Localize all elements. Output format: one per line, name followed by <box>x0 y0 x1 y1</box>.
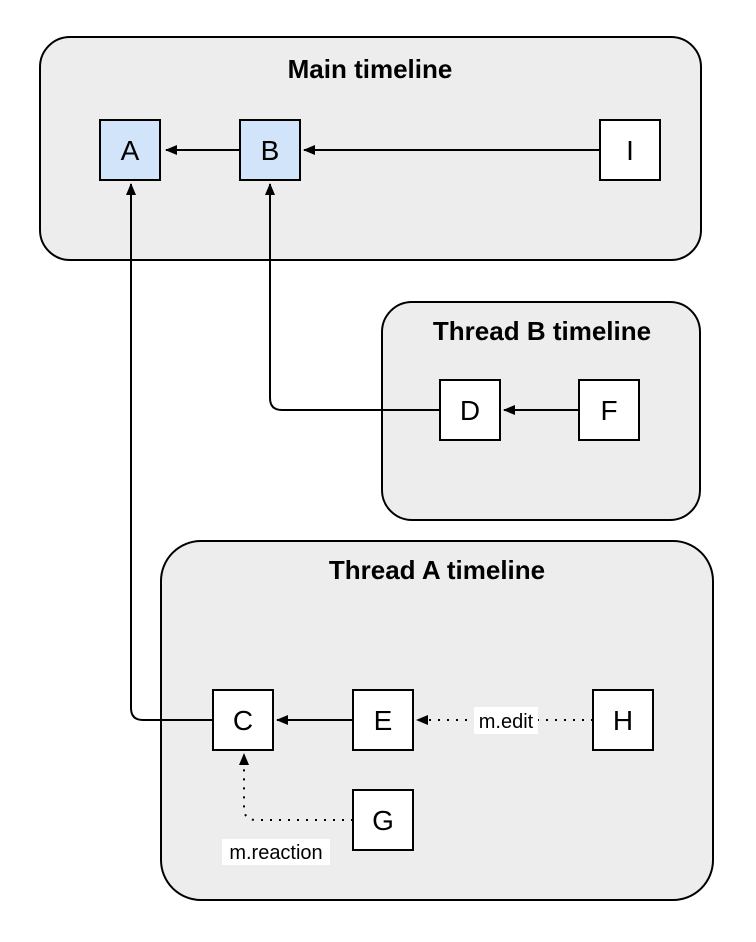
node-i-box <box>599 119 661 181</box>
node-h-label: H <box>613 705 633 736</box>
node-c-box <box>212 689 274 751</box>
edge-label-m-edit-bg <box>474 707 538 734</box>
edge-d-to-b <box>265 183 440 411</box>
node-e-box <box>352 689 414 751</box>
container-main-timeline: Main timeline <box>39 36 702 261</box>
node-a: A <box>99 119 161 181</box>
node-e-label: E <box>374 705 393 736</box>
node-d-box <box>439 379 501 441</box>
node-c: C <box>212 689 274 751</box>
edge-label-m-reaction-bg <box>222 839 330 865</box>
node-h-box <box>592 689 654 751</box>
container-main-timeline-box <box>39 36 702 261</box>
node-d: D <box>439 379 501 441</box>
edge-c-to-a <box>126 183 213 721</box>
node-g-label: G <box>372 805 394 836</box>
node-a-label: A <box>121 135 140 166</box>
node-a-box <box>99 119 161 181</box>
container-thread-b-timeline-title: Thread B timeline <box>433 316 651 346</box>
edge-label-m-edit-text: m.edit <box>479 711 534 733</box>
node-c-label: C <box>233 705 253 736</box>
edge-label-m-edit: m.edit <box>474 707 538 734</box>
node-f-box <box>578 379 640 441</box>
node-h: H <box>592 689 654 751</box>
node-f-label: F <box>600 395 617 426</box>
node-g-box <box>352 789 414 851</box>
node-b-label: B <box>261 135 280 166</box>
node-e: E <box>352 689 414 751</box>
edge-label-m-reaction: m.reaction <box>222 839 330 865</box>
node-g: G <box>352 789 414 851</box>
container-thread-a-timeline-title: Thread A timeline <box>329 555 545 585</box>
node-i-label: I <box>626 135 634 166</box>
node-b-box <box>239 119 301 181</box>
edge-label-m-reaction-text: m.reaction <box>229 842 322 864</box>
node-f: F <box>578 379 640 441</box>
container-main-timeline-title: Main timeline <box>288 54 453 84</box>
node-b: B <box>239 119 301 181</box>
node-i: I <box>599 119 661 181</box>
node-d-label: D <box>460 395 480 426</box>
